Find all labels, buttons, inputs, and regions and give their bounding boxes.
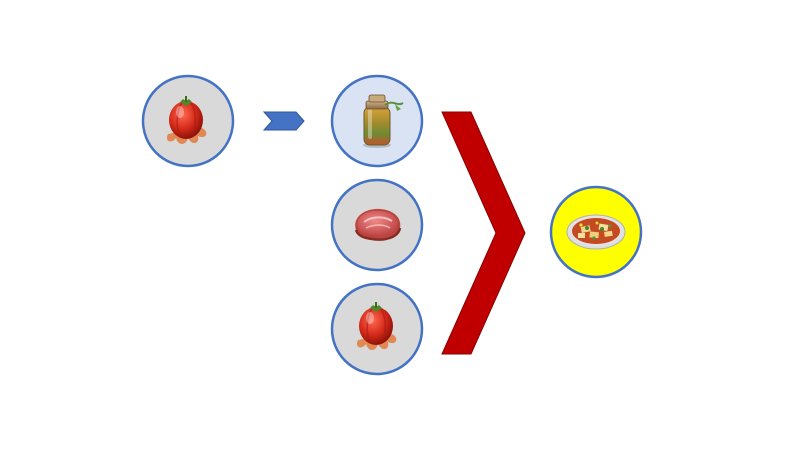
- steak-icon: [354, 208, 402, 241]
- tomato-node: [330, 282, 424, 376]
- spice-jar-node: [330, 74, 424, 168]
- combine-chevron-icon: [441, 111, 526, 355]
- spice-jar-icon: [363, 94, 404, 148]
- stir-fry-dish-icon: [566, 214, 626, 250]
- result-dish-node: [549, 185, 643, 279]
- small-arrow-icon: [262, 111, 305, 131]
- source-tomato-node: [141, 74, 235, 168]
- meat-node: [330, 178, 424, 272]
